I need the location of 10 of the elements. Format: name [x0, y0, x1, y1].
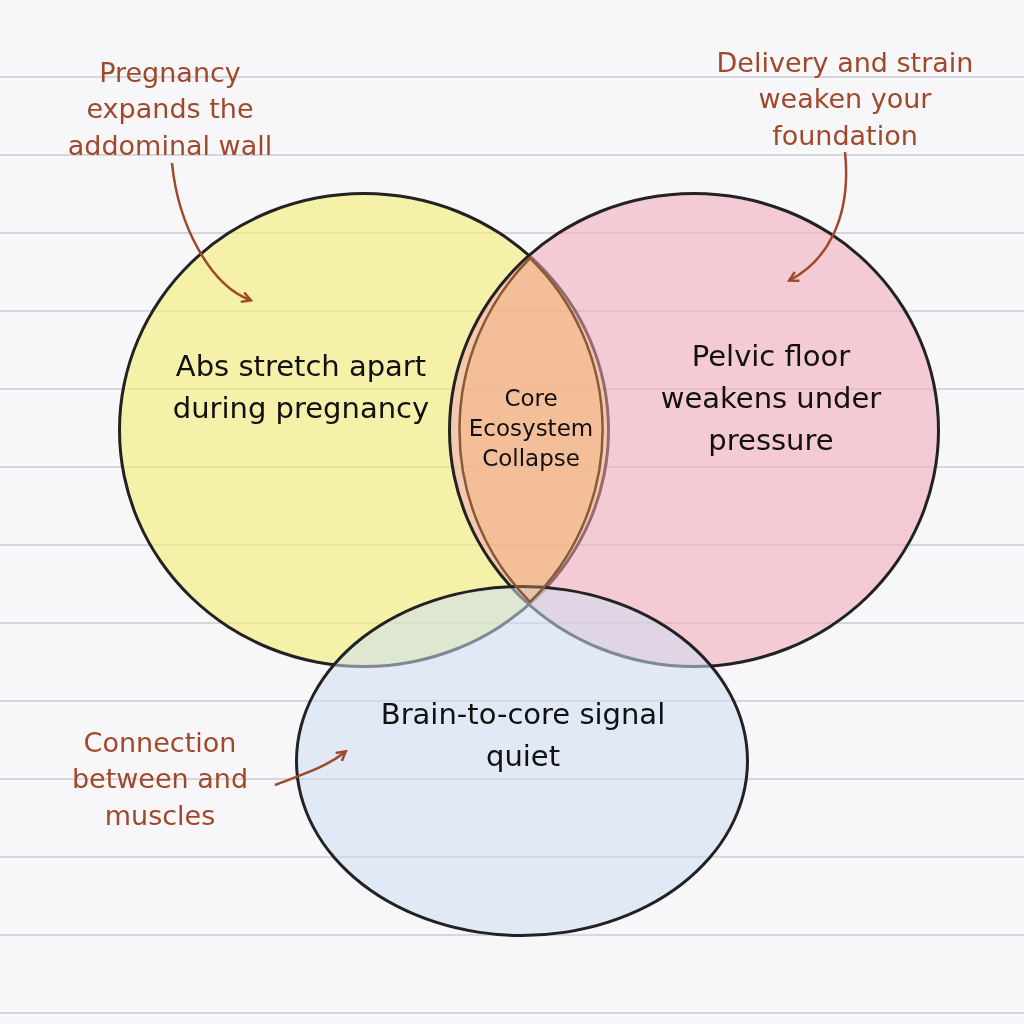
- overlap-label: Core Ecosystem Collapse: [467, 384, 595, 473]
- annotation-text: Connection between and muscles: [40, 725, 280, 835]
- annotation-text: Delivery and strain weaken your foundation: [700, 45, 990, 155]
- annotation-text: Pregnancy expands the addominal wall: [50, 55, 290, 165]
- arrow: [274, 750, 348, 787]
- circle-label: Abs stretch apart during pregnancy: [171, 348, 431, 428]
- arrow: [787, 151, 848, 282]
- arrow: [170, 162, 253, 303]
- circle-label: Brain-to-core signal quiet: [379, 696, 667, 776]
- circle-label: Pelvic floor weakens under pressure: [659, 338, 883, 460]
